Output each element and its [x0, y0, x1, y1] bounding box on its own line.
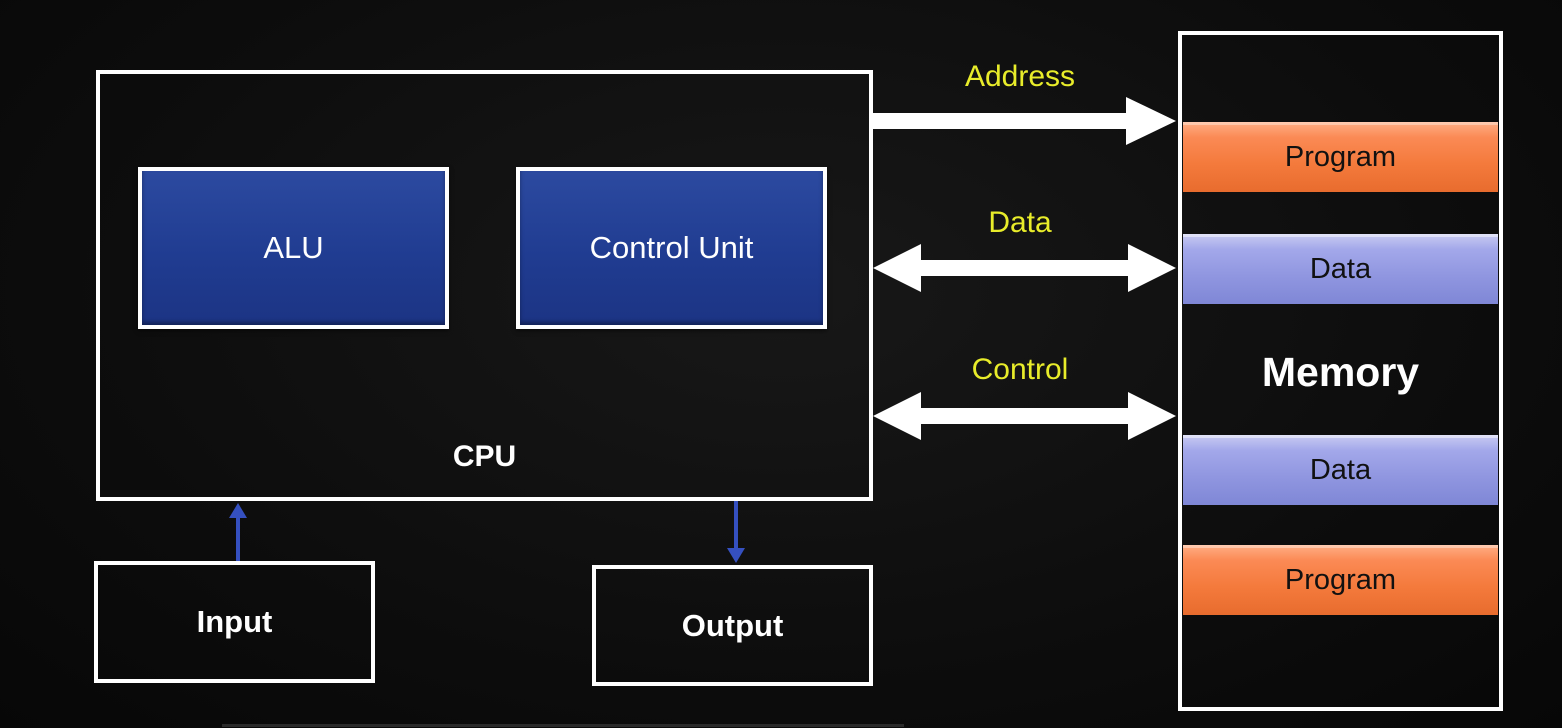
data-bus-label: Data — [988, 206, 1052, 239]
control-unit-box: Control Unit — [516, 167, 827, 329]
control-bus-label: Control — [971, 353, 1069, 386]
memory-label: Memory — [1261, 349, 1420, 395]
alu-box: ALU — [138, 167, 449, 329]
address-bus-arrow — [873, 97, 1176, 145]
cpu-box — [96, 70, 873, 501]
memory-block-data: Data — [1183, 435, 1498, 505]
memory-block-program: Program — [1183, 545, 1498, 615]
output-label: Output — [681, 607, 784, 643]
input-box: Input — [94, 561, 375, 683]
control-unit-label: Control Unit — [589, 230, 754, 265]
memory-box — [1178, 31, 1503, 711]
alu-label: ALU — [263, 230, 324, 265]
memory-block-program: Program — [1183, 122, 1498, 192]
output-arrow — [727, 501, 745, 563]
input-arrow — [229, 503, 247, 561]
control-bus-arrow — [873, 392, 1176, 440]
address-bus-label: Address — [964, 60, 1076, 93]
divider-line — [222, 724, 904, 727]
memory-block-data: Data — [1183, 234, 1498, 304]
output-box: Output — [592, 565, 873, 686]
input-label: Input — [196, 604, 273, 639]
data-bus-arrow — [873, 244, 1176, 292]
cpu-label: CPU — [452, 440, 517, 473]
